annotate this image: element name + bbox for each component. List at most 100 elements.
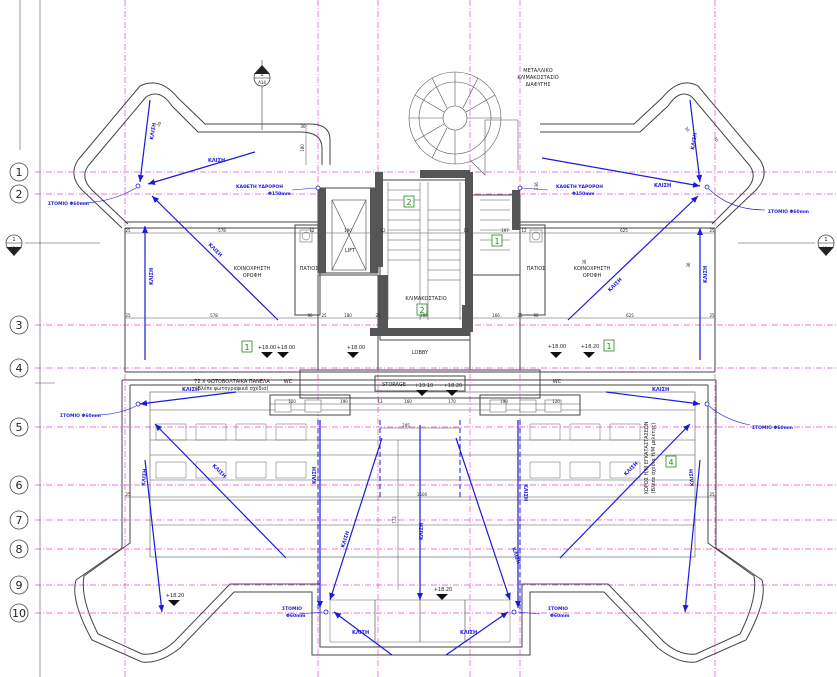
dim-label: 180 xyxy=(300,144,305,152)
slope-label: ΚΛΙΣΗ xyxy=(149,268,155,285)
dim-label: 170 xyxy=(448,399,456,404)
dim-label: 90 xyxy=(307,313,313,318)
roof-left-label-2: ΟΡΟΦΗ xyxy=(243,273,262,279)
dim-label: 772 xyxy=(392,516,397,524)
level-lobby-left: +18.00 xyxy=(258,345,277,351)
section-marker-left: 1 A14 xyxy=(5,234,23,256)
level-labels: +18.00 +18.00 +18.00 +18.00 +18.20 +19.1… xyxy=(166,344,600,599)
drain-zone-dashed xyxy=(317,420,521,613)
grid-label-6: 6 xyxy=(16,479,23,492)
dim-label: 180 xyxy=(344,313,352,318)
slope-arrows xyxy=(137,99,703,656)
slope-label: ΚΛΙΣΗ xyxy=(141,468,148,486)
dim-label: 160 xyxy=(404,399,412,404)
section-right-num: 1 xyxy=(824,237,827,243)
drain-vertical-right-2: Φ150mm xyxy=(572,191,595,197)
room-tag-4: 4 xyxy=(668,458,673,467)
dim-label: 30 xyxy=(713,136,720,143)
slope-label: ΚΛΙΣΗ xyxy=(703,266,709,283)
dim-label: 236 xyxy=(534,182,539,190)
slope-label: ΚΛΙΣΗ xyxy=(460,630,477,636)
drain-vertical-left-1: ΚΑΘΕΤΗ ΥΔΡΟΡΟΗ xyxy=(236,184,283,190)
level-right-a: +18.00 xyxy=(548,344,567,350)
pv-note-1: 7Σ Χ ΦΩΤΟΒΟΛΤΑΙΚΑ ΠΑΝΕΛΑ xyxy=(194,379,270,385)
dim-label: 25 xyxy=(709,228,715,233)
room-labels: ΜΕΤΑΛΛΙΚΟ ΚΛΙΜΑΚΟΣΤΑΣΙΟ ΔΙΑΦΥΓΗΣ LIFT ΚΛ… xyxy=(194,68,657,494)
drain-vertical-left-2: Φ150mm xyxy=(268,191,291,197)
dim-label: 197 xyxy=(501,228,509,233)
roof-left-label-1: ΚΟΙΝΟΧΡΗΣΤΗ xyxy=(234,266,271,272)
dim-label: 190 xyxy=(340,399,348,404)
dim-label: 30 xyxy=(684,126,691,133)
slope-label: ΚΛΙΣΗ xyxy=(208,158,225,164)
level-lobby-left-b: +18.00 xyxy=(277,345,296,351)
level-bottom-left: +18.20 xyxy=(166,593,185,599)
dim-label: 578 xyxy=(210,313,218,318)
spiral-stair xyxy=(408,71,519,176)
dim-label: 578 xyxy=(218,228,226,233)
level-right-b: +18.20 xyxy=(581,344,600,350)
core-solid-walls xyxy=(318,170,520,336)
dim-label: 12 xyxy=(521,228,527,233)
outlet-bottom-left-2: Φ60mm xyxy=(286,613,306,619)
slope-label: ΚΛΙΣΗ xyxy=(623,461,639,477)
dim-label: 25 xyxy=(125,313,131,318)
dim-label: 190 xyxy=(344,228,352,233)
level-storage-b: +18.20 xyxy=(444,383,463,389)
outlet-left-upper: ΣΤΟΜΙΟ Φ60mm xyxy=(48,201,89,207)
drain-vertical-right-1: ΚΑΘΕΤΗ ΥΔΡΟΡΟΗ xyxy=(556,184,603,190)
dim-label: 90 xyxy=(533,313,539,318)
dim-label: 25 xyxy=(709,313,715,318)
grid-label-5: 5 xyxy=(16,421,23,434)
section-marker-top: 1 A14 xyxy=(253,60,271,130)
section-marker-right: 1 A14 xyxy=(817,234,835,256)
section-right-sheet: A14 xyxy=(822,246,830,251)
grid-bubble-labels: 1 2 3 4 5 6 7 8 9 10 xyxy=(12,166,26,620)
main-stair xyxy=(387,182,510,320)
roof-right-label-1: ΚΟΙΝΟΧΡΗΣΤΗ xyxy=(574,266,611,272)
dim-label: 205 xyxy=(402,423,410,428)
dim-label: 12 xyxy=(463,228,469,233)
spiral-stair-note-1: ΜΕΤΑΛΛΙΚΟ xyxy=(523,68,553,74)
dim-label: 13 xyxy=(377,399,383,404)
dim-label: 12 xyxy=(380,228,386,233)
grid-label-3: 3 xyxy=(16,319,23,332)
dim-label: 120 xyxy=(552,399,560,404)
dim-label: 25 xyxy=(321,313,327,318)
section-left-sheet: A14 xyxy=(10,246,18,251)
dim-label: 12 xyxy=(309,228,315,233)
patio-left-label: ΠΑΤΙΟΣ xyxy=(300,266,319,272)
spiral-stair-note-2: ΚΛΙΜΑΚΟΣΤΑΣΙΟ xyxy=(517,75,558,81)
pv-panels xyxy=(155,423,641,643)
mech-area-label-1: ΧΩΡΟΣ Η/Μ ΕΓΚΑΤΑΣΤΑΣΕΩΝ xyxy=(644,421,650,494)
room-tag-5: 2 xyxy=(406,198,411,207)
outlet-bottom-left-1: ΣΤΟΜΙΟ xyxy=(282,606,302,612)
slope-label: ΚΛΙΣΗ xyxy=(312,467,318,484)
dim-label: 625 xyxy=(620,228,628,233)
slope-label: ΚΛΙΣΗ xyxy=(207,242,223,258)
outlet-leaders xyxy=(79,187,766,615)
slope-label: ΚΛΙΣΗ xyxy=(689,469,696,487)
grid-label-2: 2 xyxy=(16,188,23,201)
slope-label: ΚΛΙΣΗ xyxy=(690,132,699,150)
level-storage: +19.10 xyxy=(415,383,434,389)
storage-label: STORAGE xyxy=(382,382,406,388)
dim-label: 25 xyxy=(125,228,131,233)
outlet-bottom-right-1: ΣΤΟΜΙΟ xyxy=(548,606,568,612)
slope-label: ΚΛΙΣΗ xyxy=(352,630,369,636)
dim-label: 166 xyxy=(492,313,500,318)
slope-label: ΚΛΙΣΗ xyxy=(149,122,158,140)
room-tag-1: 1 xyxy=(244,343,249,352)
lift-shaft xyxy=(331,199,367,271)
room-tag-2: 1 xyxy=(606,342,611,351)
wc-left-label: WC xyxy=(284,379,293,385)
level-bottom-mid: +18.20 xyxy=(434,587,453,593)
dim-label: 1500 xyxy=(417,492,428,497)
slope-label: ΚΛΙΣΗ xyxy=(654,183,671,189)
grid-label-4: 4 xyxy=(16,362,23,375)
level-lobby-mid: +18.00 xyxy=(347,345,366,351)
slope-label: ΚΛΙΣΗ xyxy=(211,463,227,479)
sheet-edge xyxy=(19,0,55,677)
dim-label: 36 xyxy=(686,262,691,268)
room-tag-6: 2 xyxy=(419,306,424,315)
